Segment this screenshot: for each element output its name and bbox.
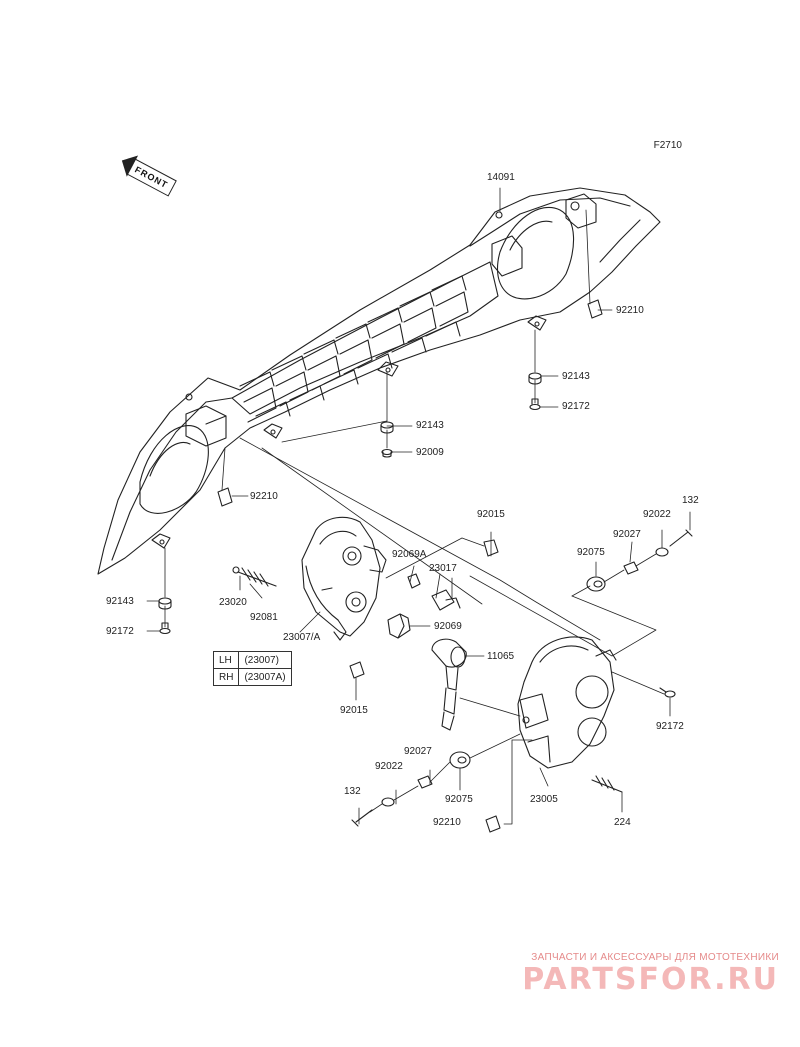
figure-code: F2710 — [653, 140, 682, 151]
variant-side: LH — [212, 651, 240, 669]
part-label-132: 132 — [344, 786, 361, 797]
part-label-92069a: 92069A — [392, 549, 427, 560]
part-label-92143: 92143 — [562, 371, 590, 382]
part-label-92075: 92075 — [577, 547, 605, 558]
variant-row: RH (23007A) — [212, 668, 292, 686]
part-label-92027: 92027 — [404, 746, 432, 757]
part-label-92015: 92015 — [340, 705, 368, 716]
part-label-92027: 92027 — [613, 529, 641, 540]
part-label-92143: 92143 — [416, 420, 444, 431]
variant-row: LH (23007) — [212, 651, 292, 669]
variant-part: (23007) — [238, 651, 292, 669]
part-label-92022: 92022 — [643, 509, 671, 520]
watermark-tagline: ЗАПЧАСТИ И АКСЕССУАРЫ ДЛЯ МОТОТЕХНИКИ — [531, 952, 779, 963]
part-label-23005: 23005 — [530, 794, 558, 805]
part-label-92015: 92015 — [477, 509, 505, 520]
watermark: ЗАПЧАСТИ И АКСЕССУАРЫ ДЛЯ МОТОТЕХНИКИ PA… — [489, 952, 779, 997]
part-label-23007a: 23007/A — [283, 632, 321, 643]
part-label-92210: 92210 — [433, 817, 461, 828]
leader-lines — [146, 187, 691, 825]
part-label-92143: 92143 — [106, 596, 134, 607]
clip-92210-lower — [485, 815, 501, 833]
clip-92210-left — [217, 487, 233, 507]
variant-part: (23007A) — [238, 668, 292, 686]
collar-92027-right — [623, 561, 639, 575]
clip-92210-upper-right — [587, 299, 603, 319]
part-label-92210: 92210 — [250, 491, 278, 502]
washer-92022-lower — [381, 797, 395, 807]
bolt-92172-lower-right — [659, 687, 676, 698]
part-label-132: 132 — [682, 495, 699, 506]
socket-23017 — [431, 589, 461, 611]
grommet-92075-lower — [449, 751, 471, 769]
grommet-92075-right — [586, 576, 606, 592]
socket-11065 — [431, 638, 467, 731]
variant-side: RH — [212, 668, 240, 686]
headlight-unit-23007 — [301, 516, 387, 641]
bolt-224 — [591, 775, 623, 793]
part-label-92172: 92172 — [656, 721, 684, 732]
washer-23020 — [232, 566, 240, 574]
lamp-housing-23005 — [517, 636, 617, 769]
part-label-92075: 92075 — [445, 794, 473, 805]
part-label-224: 224 — [614, 817, 631, 828]
collar-92027-lower — [417, 775, 433, 789]
bolt-132-right — [669, 529, 693, 547]
part-label-11065: 11065 — [487, 651, 515, 662]
part-label-23020: 23020 — [219, 597, 247, 608]
part-label-92172: 92172 — [562, 401, 590, 412]
part-label-23017: 23017 — [429, 563, 457, 574]
lh-rh-variant-table: LH (23007) RH (23007A) — [212, 651, 292, 686]
grommet-92009 — [381, 448, 393, 458]
bulb-92069a — [407, 573, 421, 589]
part-label-14091: 14091 — [487, 172, 515, 183]
watermark-brand: PARTSFOR.RU — [522, 962, 779, 997]
clip-92015-lower — [349, 661, 365, 679]
bolt-132-lower — [351, 809, 373, 827]
screw-92081 — [237, 567, 277, 587]
washer-92022-right — [655, 547, 669, 557]
part-label-92009: 92009 — [416, 447, 444, 458]
part-label-92210: 92210 — [616, 305, 644, 316]
part-label-92022: 92022 — [375, 761, 403, 772]
part-label-92172: 92172 — [106, 626, 134, 637]
bulb-92069 — [387, 613, 411, 639]
part-label-92081: 92081 — [250, 612, 278, 623]
part-label-92069: 92069 — [434, 621, 462, 632]
